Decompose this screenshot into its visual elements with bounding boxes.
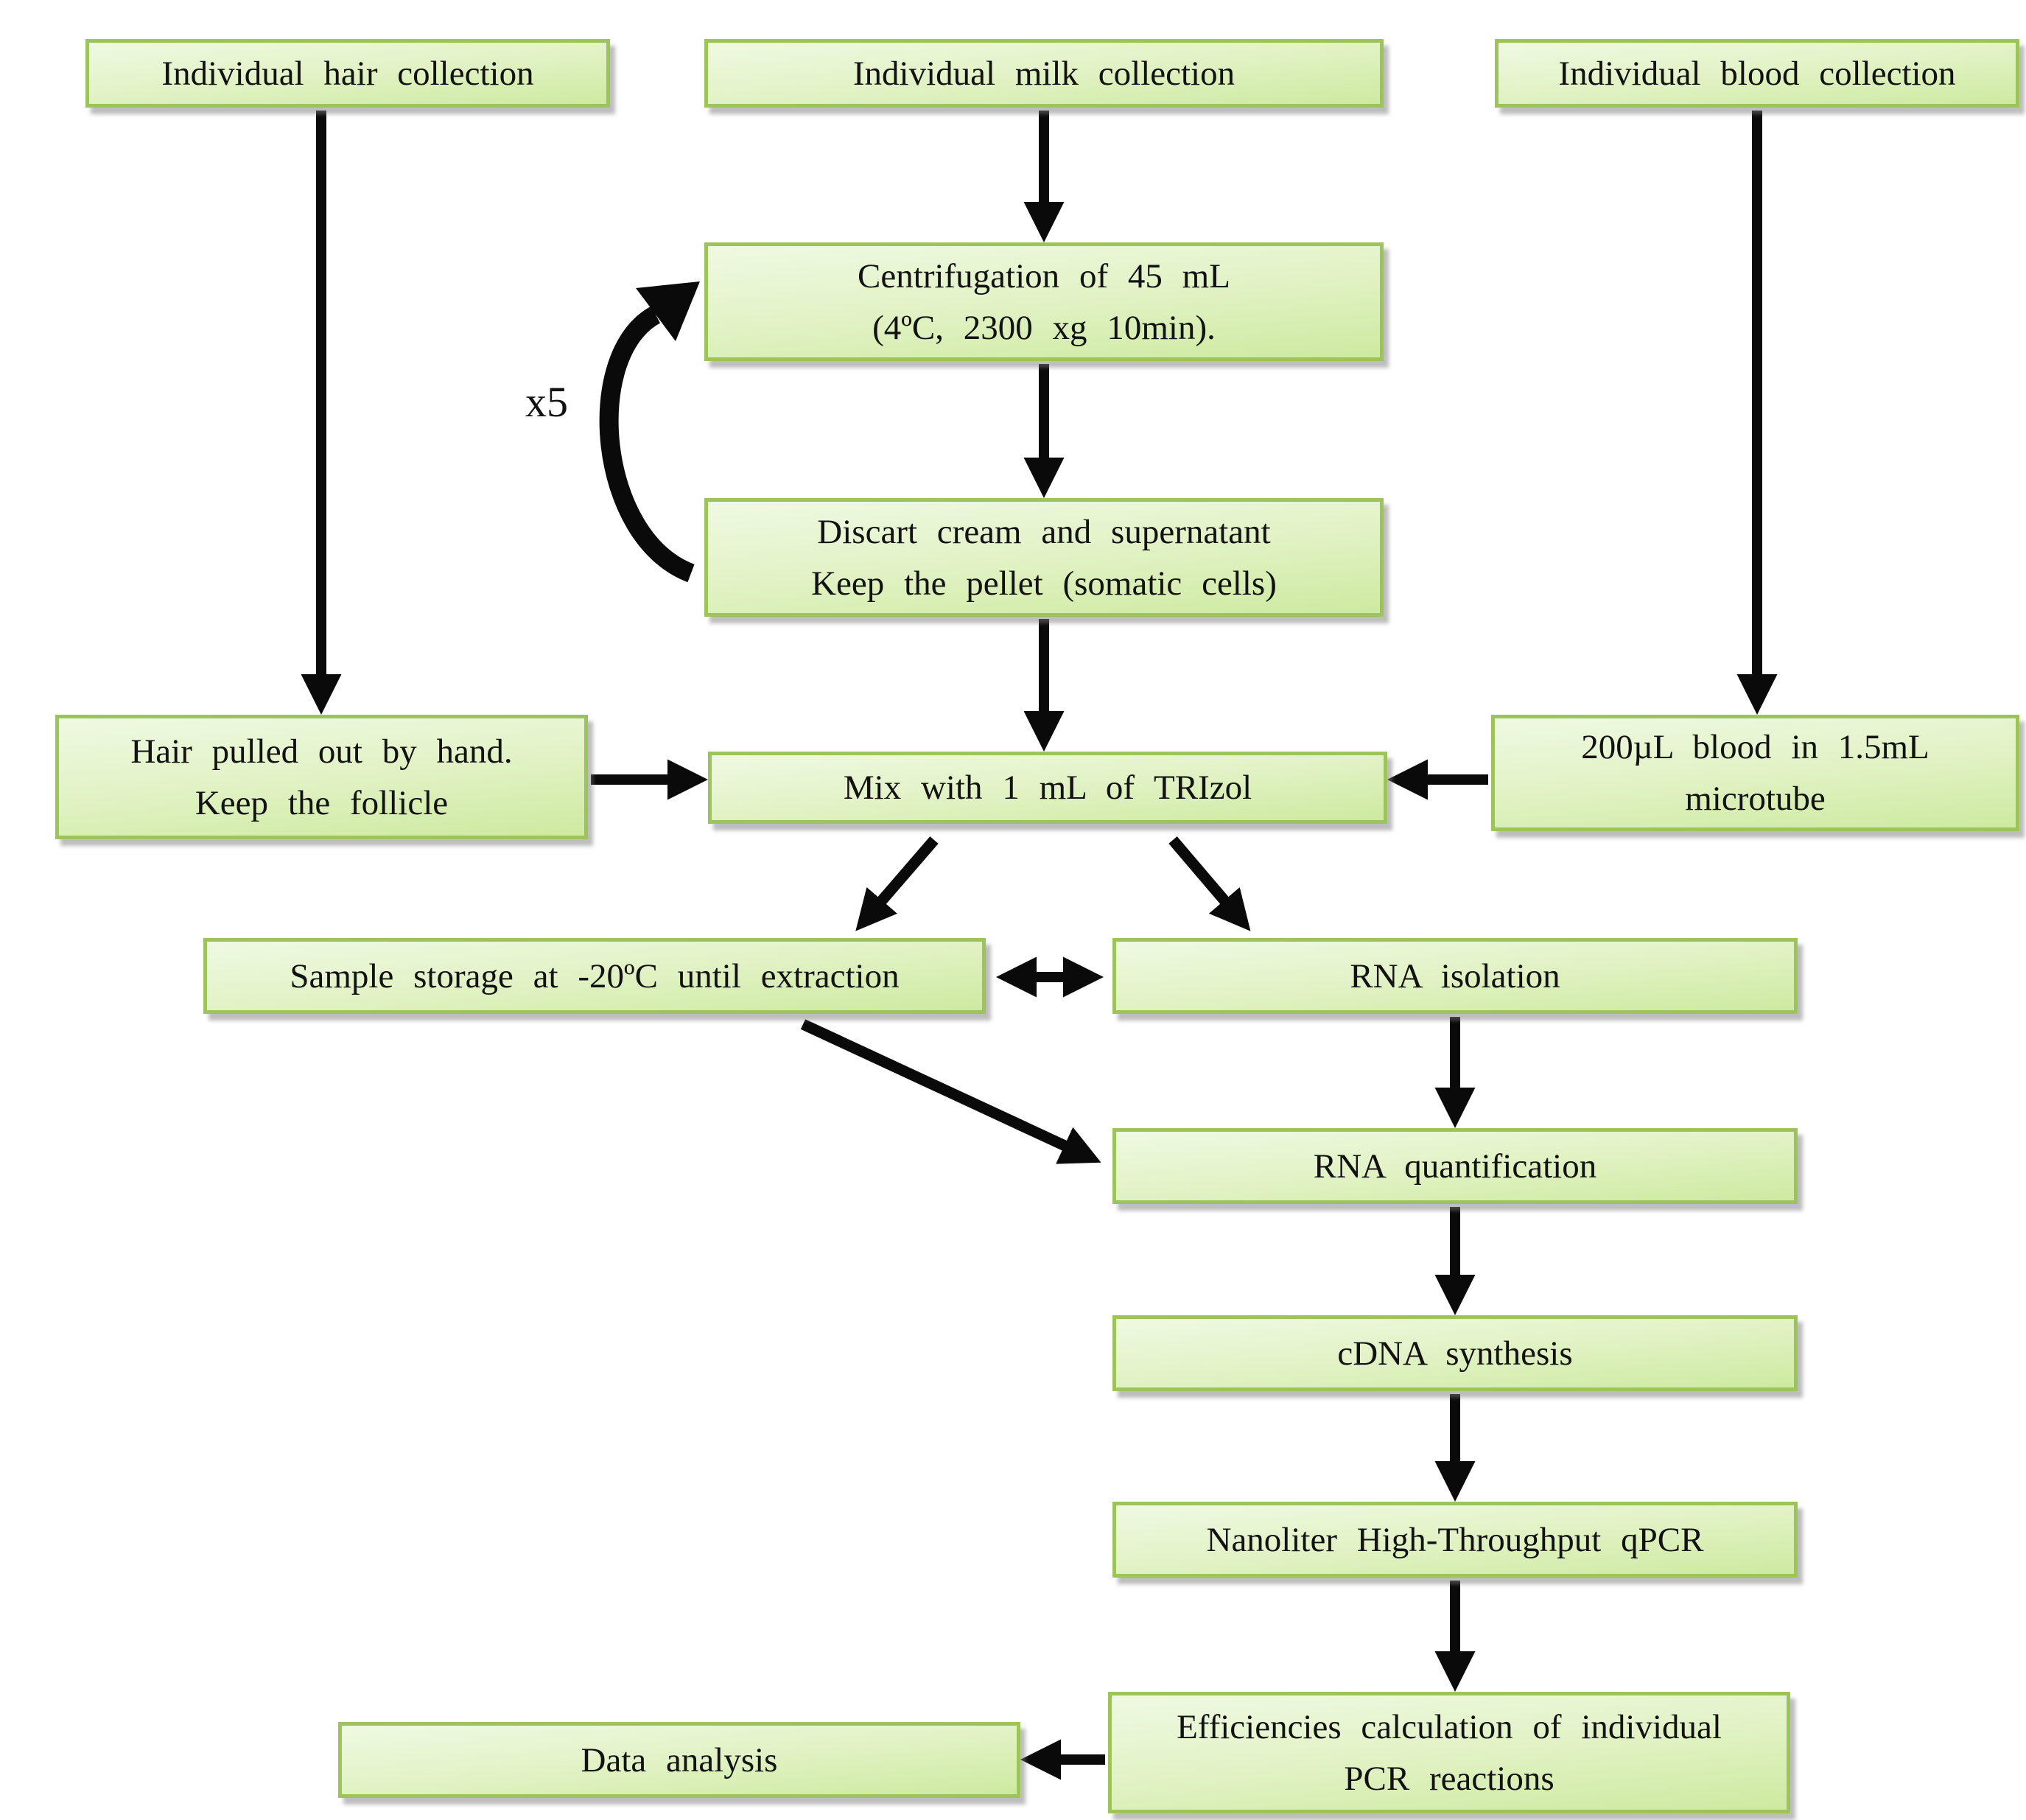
node-milk-collection-label: Individual milk collection: [852, 54, 1235, 93]
loop-arrowhead: [636, 281, 700, 341]
node-rna-quantification-label: RNA quantification: [1313, 1147, 1597, 1186]
node-discard-cream-line1: Discart cream and supernatant: [817, 512, 1271, 551]
node-centrifugation: Centrifugation of 45 mL (4ºC, 2300 xg 10…: [704, 242, 1384, 361]
arrow-mix-to-isolation: [1168, 836, 1251, 931]
node-hair-collection: Individual hair collection: [85, 39, 610, 108]
node-sample-storage-label: Sample storage at -20ºC until extraction: [290, 956, 900, 995]
node-rna-isolation: RNA isolation: [1112, 938, 1798, 1014]
node-discard-cream: Discart cream and supernatant Keep the p…: [704, 498, 1384, 617]
node-hair-pulled-line1: Hair pulled out by hand.: [130, 732, 513, 771]
node-milk-collection: Individual milk collection: [704, 39, 1384, 108]
loop-repeat-label-text: x5: [525, 377, 568, 426]
node-data-analysis: Data analysis: [338, 1722, 1020, 1798]
node-blood-collection: Individual blood collection: [1495, 39, 2019, 108]
node-efficiencies-line2: PCR reactions: [1344, 1759, 1554, 1798]
node-qpcr-label: Nanoliter High-Throughput qPCR: [1206, 1520, 1704, 1559]
node-rna-isolation-label: RNA isolation: [1350, 956, 1560, 995]
node-cdna-synthesis: cDNA synthesis: [1112, 1315, 1798, 1391]
arrow-mix-to-storage: [855, 836, 939, 931]
arrow-storage-to-quantification: [800, 1019, 1101, 1164]
node-blood-microtube-line2: microtube: [1685, 780, 1826, 818]
node-efficiencies-line1: Efficiencies calculation of individual: [1177, 1707, 1722, 1746]
node-sample-storage: Sample storage at -20ºC until extraction: [203, 938, 986, 1014]
node-blood-microtube: 200µL blood in 1.5mL microtube: [1491, 715, 2019, 831]
node-hair-pulled-line2: Keep the follicle: [194, 783, 449, 822]
node-rna-quantification: RNA quantification: [1112, 1128, 1798, 1204]
node-discard-cream-line2: Keep the pellet (somatic cells): [811, 564, 1277, 603]
node-cdna-synthesis-label: cDNA synthesis: [1337, 1334, 1573, 1373]
node-blood-collection-label: Individual blood collection: [1558, 54, 1956, 93]
loop-repeat-label: x5: [495, 368, 598, 435]
node-hair-collection-label: Individual hair collection: [161, 54, 534, 93]
node-blood-microtube-line1: 200µL blood in 1.5mL: [1581, 728, 1929, 766]
node-hair-pulled: Hair pulled out by hand. Keep the follic…: [55, 715, 588, 839]
node-mix-trizol: Mix with 1 mL of TRIzol: [708, 752, 1387, 824]
node-mix-trizol-label: Mix with 1 mL of TRIzol: [843, 769, 1252, 807]
node-efficiencies: Efficiencies calculation of individual P…: [1108, 1692, 1790, 1813]
node-centrifugation-line1: Centrifugation of 45 mL: [858, 256, 1230, 295]
node-qpcr: Nanoliter High-Throughput qPCR: [1112, 1502, 1798, 1578]
node-centrifugation-line2: (4ºC, 2300 xg 10min).: [872, 308, 1216, 347]
loop-arrow-x5: [599, 306, 695, 583]
node-data-analysis-label: Data analysis: [581, 1740, 778, 1779]
